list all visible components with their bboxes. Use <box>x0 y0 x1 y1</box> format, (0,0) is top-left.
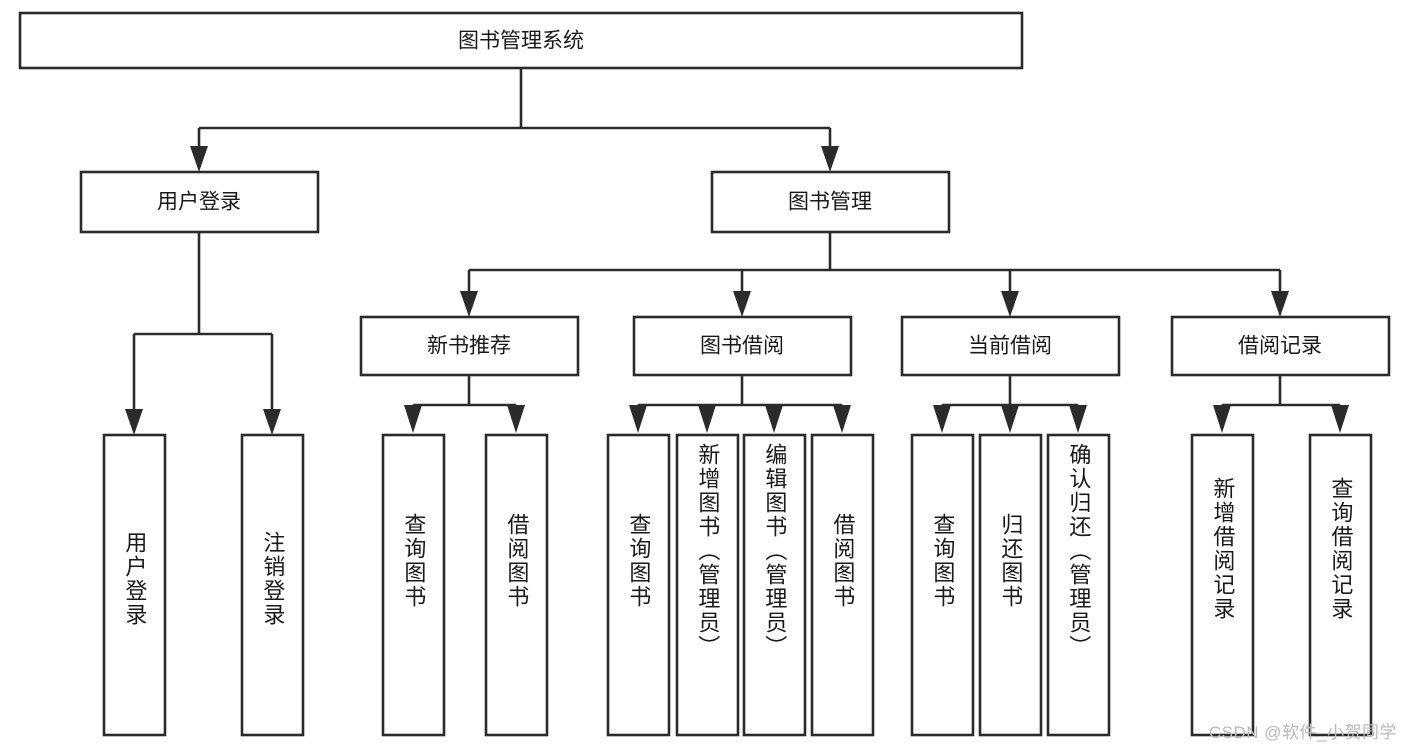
arrow-head-new-book-recommend <box>460 291 478 317</box>
leaf-add-book-rect[interactable] <box>675 433 740 737</box>
arrow-head-leaf-query-book-3 <box>933 405 951 433</box>
arrow-head-book-manage <box>821 146 839 172</box>
leaf-borrow-book-2-rect[interactable] <box>810 433 875 737</box>
arrow-head-leaf-borrow-book-1 <box>507 405 525 433</box>
arrow-head-leaf-user-login <box>125 409 143 435</box>
connector-new-book-recommend-to-leaves <box>404 375 525 433</box>
leaf-return-book-rect[interactable] <box>978 433 1043 737</box>
connector-borrow-record-to-leaves <box>1213 375 1349 433</box>
arrow-head-leaf-add-record <box>1213 405 1231 433</box>
leaf-edit-book-rect[interactable] <box>742 433 807 737</box>
node-book-borrow[interactable]: 图书借阅 <box>632 315 853 377</box>
leaf-confirm-return-rect[interactable] <box>1046 433 1111 737</box>
node-book-manage-label: 图书管理 <box>788 191 872 214</box>
node-borrow-record-label: 借阅记录 <box>1238 335 1322 358</box>
connector-current-borrow-to-leaves <box>933 375 1087 433</box>
arrow-head-leaf-borrow-book-2 <box>833 405 851 433</box>
arrow-head-leaf-confirm-return <box>1069 405 1087 433</box>
node-current-borrow-rect[interactable] <box>900 315 1121 377</box>
arrow-head-current-borrow <box>1001 291 1019 317</box>
arrow-head-leaf-user-logout <box>263 409 281 435</box>
node-title-rect[interactable] <box>18 11 1024 70</box>
arrow-head-leaf-query-book-2 <box>629 405 647 433</box>
node-current-borrow-label: 当前借阅 <box>968 335 1052 358</box>
node-current-borrow[interactable]: 当前借阅 <box>900 315 1121 377</box>
arrow-head-borrow-record <box>1271 291 1289 317</box>
leaf-query-book-2-rect[interactable] <box>606 433 671 737</box>
arrow-head-leaf-query-book-1 <box>404 405 422 433</box>
leaf-query-book-1-rect[interactable] <box>381 433 446 737</box>
connector-book-borrow-to-leaves <box>629 375 851 433</box>
node-borrow-record[interactable]: 借阅记录 <box>1170 315 1391 377</box>
connector-book-manage-to-level3 <box>460 232 1289 317</box>
node-book-manage[interactable]: 图书管理 <box>710 170 951 234</box>
node-user-login-rect[interactable] <box>79 170 320 234</box>
arrow-head-user-login <box>190 146 208 172</box>
arrow-head-book-borrow <box>733 291 751 317</box>
leaf-query-book-3-rect[interactable] <box>910 433 975 737</box>
connector-user-login-to-leaves <box>125 232 281 435</box>
connector-root-to-level2 <box>190 68 839 172</box>
node-new-book-recommend-label: 新书推荐 <box>427 335 511 358</box>
node-title-label: 图书管理系统 <box>458 30 584 53</box>
arrow-head-leaf-query-record <box>1331 405 1349 433</box>
arrow-head-leaf-edit-book <box>765 405 783 433</box>
leaf-user-logout-rect[interactable] <box>240 433 305 737</box>
node-new-book-recommend[interactable]: 新书推荐 <box>359 315 580 377</box>
node-title[interactable]: 图书管理系统 <box>18 11 1024 70</box>
node-user-login-label: 用户登录 <box>157 191 241 214</box>
leaf-query-record-rect[interactable] <box>1308 433 1373 737</box>
node-new-book-recommend-rect[interactable] <box>359 315 580 377</box>
node-book-borrow-label: 图书借阅 <box>700 335 784 358</box>
arrow-head-leaf-return-book <box>1001 405 1019 433</box>
leaf-borrow-book-1-rect[interactable] <box>484 433 549 737</box>
leaf-add-record-rect[interactable] <box>1190 433 1255 737</box>
leaf-user-login-rect[interactable] <box>102 433 167 737</box>
arrow-head-leaf-add-book <box>698 405 716 433</box>
node-user-login[interactable]: 用户登录 <box>79 170 320 234</box>
